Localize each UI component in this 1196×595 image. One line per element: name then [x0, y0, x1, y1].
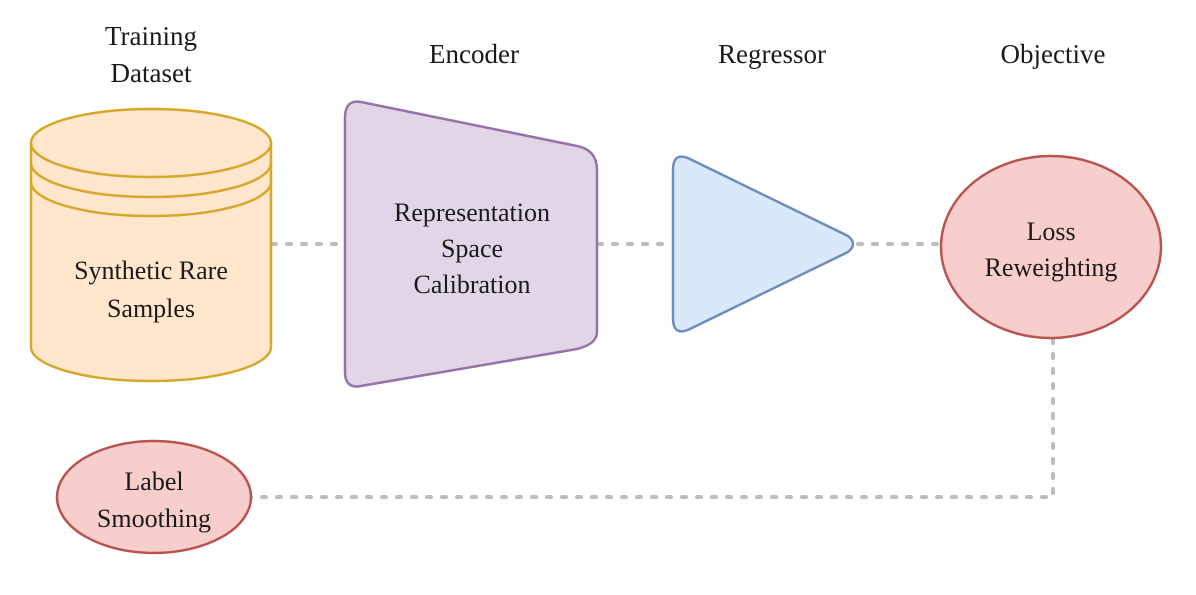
smoothing-label-line1: Label [124, 467, 183, 496]
cylinder-top [29, 107, 273, 179]
cylinder-ring-2 [29, 162, 273, 199]
dataset-cylinder [29, 107, 273, 383]
encoder-label-line3: Calibration [414, 270, 531, 299]
dataset-label-line2: Samples [107, 294, 195, 323]
loss-label-line2: Reweighting [985, 253, 1118, 282]
label-smoothing-ellipse [55, 439, 253, 555]
regressor-triangle [671, 155, 855, 333]
header-encoder: Encoder [429, 39, 519, 69]
loss-reweighting-ellipse [939, 154, 1163, 340]
encoder-label-line1: Representation [394, 198, 550, 227]
encoder-label-line2: Space [441, 234, 503, 263]
cylinder-body [29, 143, 273, 383]
connector-objective-smoothing [248, 337, 1055, 499]
loss-label-line1: Loss [1026, 217, 1075, 246]
encoder-shape [343, 100, 599, 388]
connectors [248, 242, 1055, 499]
cylinder-ring-3 [29, 181, 273, 218]
header-regressor: Regressor [718, 39, 826, 69]
header-dataset: Dataset [111, 58, 192, 88]
dataset-label-line1: Synthetic Rare [74, 256, 228, 285]
header-objective: Objective [1001, 39, 1106, 69]
smoothing-label-line2: Smoothing [97, 504, 211, 533]
header-training: Training [105, 21, 197, 51]
